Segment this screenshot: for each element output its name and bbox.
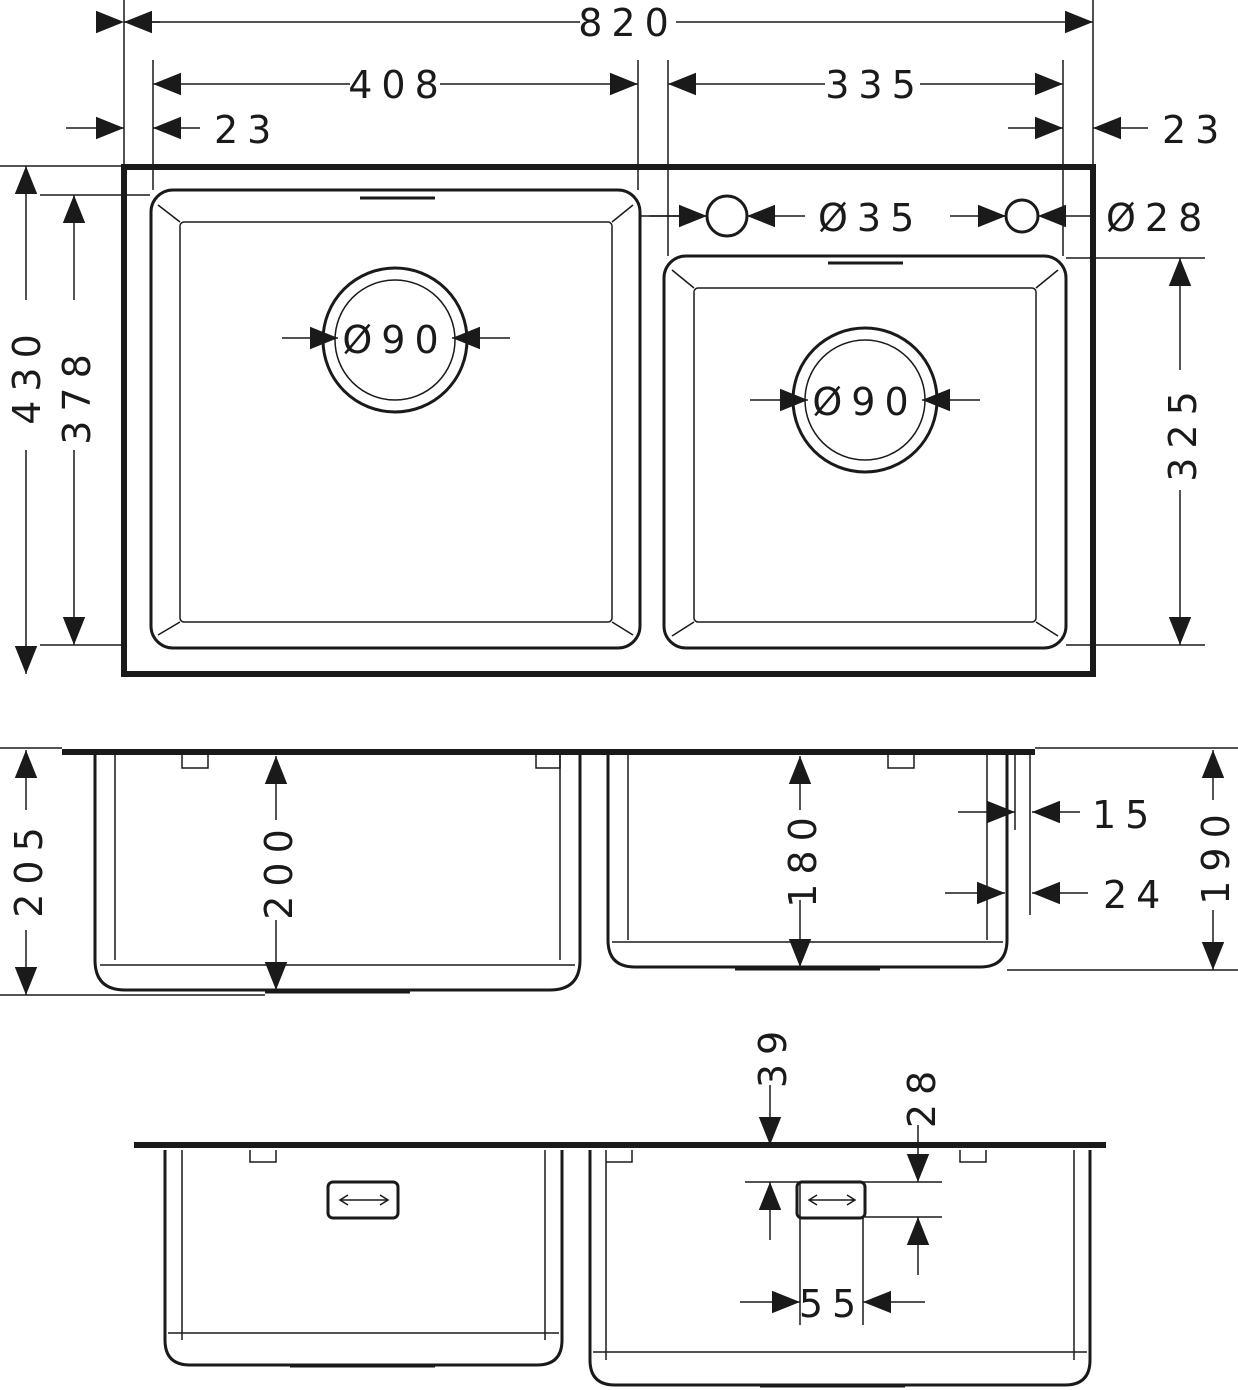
dim-right-bowl-height: 180 — [781, 808, 825, 908]
dim-left-drain: Ø90 — [342, 318, 447, 362]
dim-right-margin: 23 — [1162, 108, 1228, 152]
left-overflow-slot — [326, 1180, 400, 1220]
dim-rim-offset-15: 15 — [1092, 793, 1158, 837]
dim-left-bowl-width: 408 — [348, 63, 448, 107]
top-view: 820 408 335 23 23 Ø35 Ø28 Ø90 Ø9 — [0, 0, 1228, 677]
dim-right-bowl-width: 335 — [825, 63, 925, 107]
dim-overall-depth: 430 — [5, 325, 49, 425]
dim-right-drain: Ø90 — [812, 380, 917, 424]
right-bowl — [662, 254, 1068, 650]
dim-overflow-offset: 28 — [900, 1062, 944, 1128]
dim-overall-height: 205 — [7, 818, 51, 918]
front-view: 39 28 55 — [134, 1022, 1106, 1388]
right-bowl-profile — [606, 755, 1009, 969]
side-view: 205 200 180 190 15 24 — [0, 747, 1238, 996]
tap-hole-small — [1004, 198, 1040, 234]
dim-left-bowl-depth: 378 — [55, 345, 99, 445]
sink-outline — [121, 164, 1096, 677]
dim-tap-hole-large: Ø35 — [818, 196, 923, 240]
dim-right-overall-height: 190 — [1194, 805, 1238, 905]
dim-tap-hole-small: Ø28 — [1106, 196, 1211, 240]
left-bowl — [149, 188, 642, 650]
dim-left-bowl-height: 200 — [257, 820, 301, 920]
left-bowl-profile — [93, 755, 582, 992]
tap-hole-large — [705, 194, 749, 238]
dim-overflow-width: 55 — [799, 1282, 865, 1326]
dim-overflow-top: 39 — [751, 1022, 795, 1088]
dim-overall-width: 820 — [578, 1, 678, 45]
dim-right-bowl-depth: 325 — [1161, 382, 1205, 482]
dim-left-margin: 23 — [214, 108, 280, 152]
dim-rim-offset-24: 24 — [1103, 873, 1169, 917]
right-bowl-front — [588, 1150, 1092, 1387]
